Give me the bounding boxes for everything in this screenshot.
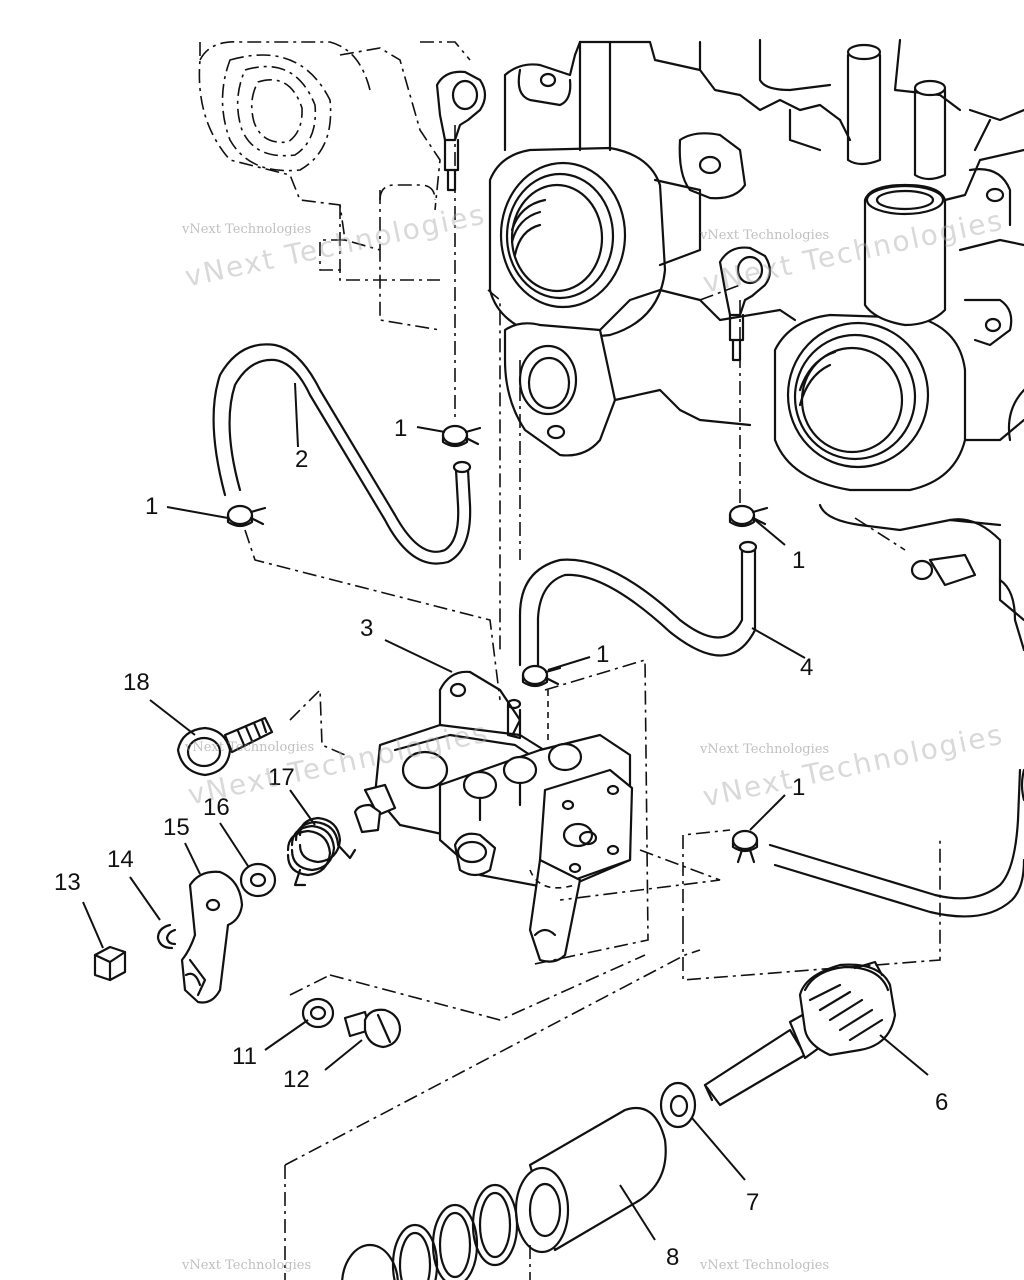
callout-6: 6 [935,1089,948,1116]
callout-14: 14 [107,846,134,873]
leader-lines [82,382,929,1241]
hose-lower [768,768,1024,918]
clip-14 [156,923,177,950]
callout-1-e: 1 [792,774,805,801]
clamp-e [731,829,759,864]
callout-3: 3 [360,615,373,642]
clamp-b [226,504,267,528]
callout-1-c: 1 [792,547,805,574]
elbow-fitting-right [718,246,772,362]
callout-7: 7 [746,1189,759,1216]
callout-17: 17 [268,764,295,791]
callout-12: 12 [283,1066,310,1093]
clamp-a [441,424,482,448]
callout-1-b: 1 [145,493,158,520]
oil-pump [353,670,634,963]
spring-17 [286,816,357,887]
callout-13: 13 [54,869,81,896]
callout-1-a: 1 [394,415,407,442]
bushing-8 [514,1106,667,1254]
callout-15: 15 [163,814,190,841]
washer-11 [301,997,335,1029]
elbow-fitting-left [435,70,487,192]
screw-12 [343,1008,402,1049]
callout-8: 8 [666,1244,679,1271]
nut-13 [93,945,127,982]
callout-11: 11 [232,1043,257,1070]
clamp-c [728,504,769,528]
callout-4: 4 [800,654,813,681]
drive-gear-6 [703,960,897,1107]
callout-18: 18 [123,669,150,696]
clamp-d [521,664,562,688]
washer-7 [659,1081,697,1129]
washer-16 [239,862,277,898]
center-lines [244,125,941,1280]
callout-16: 16 [203,794,230,821]
hose-2 [212,343,472,565]
lever-15 [180,870,244,1004]
crankcase-housing [488,38,1024,652]
callout-1-d: 1 [596,641,609,668]
callout-labels: 1 2 1 1 1 3 4 18 17 16 15 14 13 1 11 12 … [54,415,948,1271]
hose-4 [518,540,758,667]
o-rings [341,1183,519,1280]
bolt-18 [176,716,274,777]
upper-left-block [198,41,471,331]
callout-2: 2 [295,446,308,473]
